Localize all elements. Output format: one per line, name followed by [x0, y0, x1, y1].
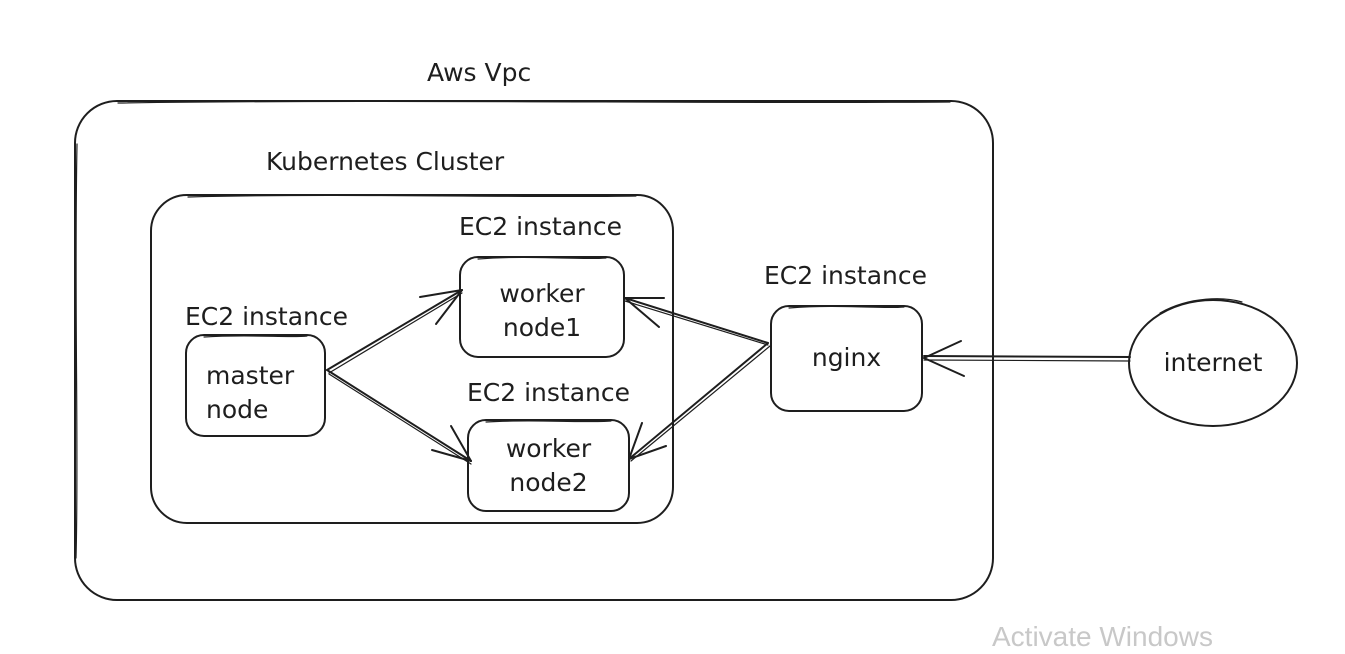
edge-internet-to-nginx: [923, 340, 1131, 377]
worker-node2-label: worker node2: [468, 432, 629, 500]
nginx-label: nginx: [811, 343, 882, 372]
worker-node1-box[interactable]: [459, 256, 625, 358]
edge-nginx-to-worker1: [624, 297, 769, 346]
vpc-container[interactable]: [74, 100, 994, 601]
windows-activation-watermark: Activate Windows: [992, 621, 1213, 652]
worker2-caption: EC2 instance: [467, 378, 631, 407]
cluster-title: Kubernetes Cluster: [266, 147, 505, 176]
worker-node2-box[interactable]: [467, 419, 630, 512]
vpc-title: Aws Vpc: [427, 58, 532, 87]
master-node-line2: node: [206, 395, 269, 424]
nginx-caption: EC2 instance: [764, 261, 928, 290]
master-caption: EC2 instance: [185, 302, 349, 331]
internet-ellipse[interactable]: [1128, 298, 1298, 427]
edge-master-to-worker1: [326, 289, 463, 374]
worker-node2-line2: node2: [509, 468, 588, 497]
edge-nginx-to-worker2: [628, 342, 771, 462]
cluster-container[interactable]: [150, 194, 674, 524]
worker1-caption: EC2 instance: [459, 212, 623, 241]
edge-master-to-worker2: [326, 369, 472, 465]
worker-node1-line2: node1: [502, 313, 582, 342]
master-node-box[interactable]: [185, 334, 326, 437]
diagram-canvas: [74, 100, 1298, 601]
nginx-box[interactable]: [770, 305, 923, 412]
master-node-line1: master: [206, 361, 295, 390]
worker-node1-line1: worker: [499, 279, 585, 308]
worker-node1-label: worker node1: [460, 277, 624, 345]
internet-label: internet: [1163, 348, 1263, 377]
worker-node2-line1: worker: [505, 434, 592, 463]
master-node-label: master node: [186, 359, 307, 427]
